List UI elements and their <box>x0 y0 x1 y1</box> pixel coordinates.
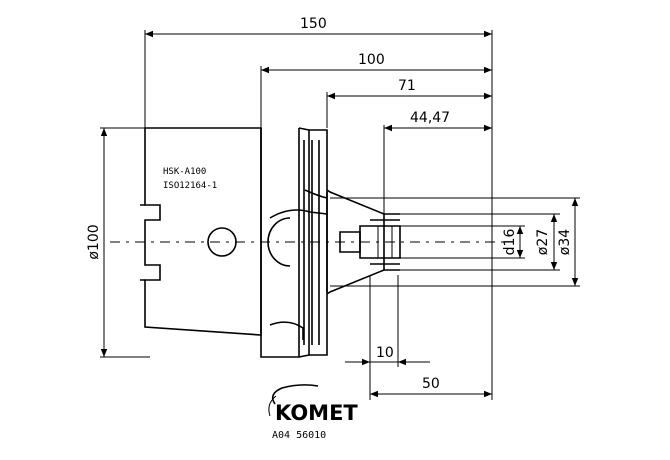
extension-lines <box>100 30 580 400</box>
standard-label-line1: HSK-A100 <box>163 167 206 177</box>
dimension-100: 100 <box>358 52 385 68</box>
dimension-44-47: 44,47 <box>410 110 450 126</box>
standard-labels: HSK-A100 ISO12164-1 <box>163 167 217 191</box>
logo-part-number: A04 56010 <box>272 430 326 441</box>
dimension-dia-16: d16 <box>502 229 518 256</box>
standard-label-line2: ISO12164-1 <box>163 181 217 191</box>
dimension-labels: 150 100 71 44,47 10 50 ø100 d16 ø27 ø34 <box>86 16 573 392</box>
dimension-10: 10 <box>376 345 394 361</box>
komet-logo: KOMET A04 56010 <box>268 384 358 441</box>
dimension-dia-100: ø100 <box>86 224 102 259</box>
dimension-lines <box>100 30 579 398</box>
dimension-dia-34: ø34 <box>557 229 573 255</box>
dimension-dia-27: ø27 <box>535 229 551 255</box>
logo-brand: KOMET <box>275 401 358 425</box>
dimension-150: 150 <box>300 16 327 32</box>
dimension-50: 50 <box>422 376 440 392</box>
dimension-71: 71 <box>398 78 416 94</box>
